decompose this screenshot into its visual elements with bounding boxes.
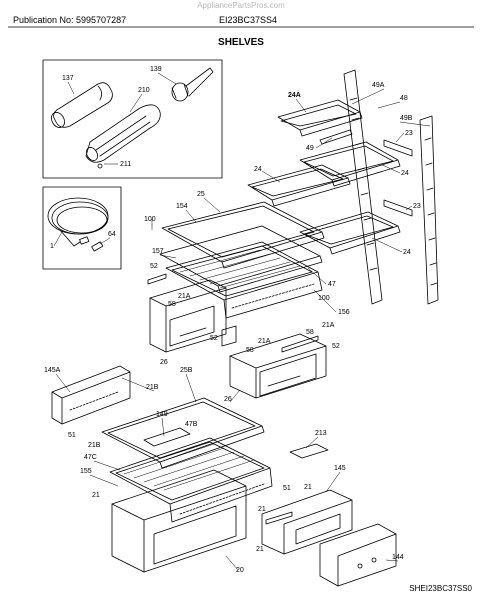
callout-52-right: 52 xyxy=(332,343,340,350)
callout-47: 47 xyxy=(328,281,336,288)
callout-21a-right: 21A xyxy=(322,322,335,329)
callout-25: 25 xyxy=(197,191,205,198)
callout-25b: 25B xyxy=(180,367,193,374)
pantry-frame-155 xyxy=(109,437,273,523)
crisper-drawer-26-right xyxy=(229,333,327,399)
control-cover-144 xyxy=(319,523,397,587)
callout-21b-lower: 21B xyxy=(88,442,101,449)
callout-51-right: 51 xyxy=(283,485,291,492)
water-line-inset-box xyxy=(42,186,122,270)
callout-211: 211 xyxy=(120,161,131,168)
leader-lines xyxy=(53,72,431,571)
callout-21b: 21B xyxy=(146,384,159,391)
crisper-frame-156 xyxy=(165,241,323,319)
callout-58-mid: 58 xyxy=(246,347,254,354)
callout-154: 154 xyxy=(176,203,188,210)
shelf-24a xyxy=(277,99,363,137)
callout-21-left: 21 xyxy=(92,492,100,499)
callout-49b: 49B xyxy=(400,115,413,122)
filter-cover xyxy=(85,104,161,169)
callout-155: 155 xyxy=(80,468,92,475)
callout-48: 48 xyxy=(400,95,408,102)
callout-100-right: 100 xyxy=(318,295,330,302)
callout-137: 137 xyxy=(62,75,74,82)
shelf-bracket-23-lower xyxy=(383,199,413,217)
callout-49a: 49A xyxy=(372,82,385,89)
pantry-cover-25b xyxy=(101,397,265,469)
drawer-slide-52-right xyxy=(281,335,319,353)
callout-24-right: 24 xyxy=(401,170,409,177)
callout-157: 157 xyxy=(152,248,164,255)
callout-1: 1 xyxy=(50,243,54,250)
pantry-handle-149 xyxy=(143,427,191,447)
callout-labels: 137 139 210 211 1 64 24A 49A 48 49B 23 4… xyxy=(44,66,421,574)
callout-47b: 47B xyxy=(185,421,198,428)
callout-21a-mid: 21A xyxy=(258,338,271,345)
callout-145: 145 xyxy=(334,465,346,472)
shelf-ladder-rail-left xyxy=(343,69,383,305)
slide-rail-51 xyxy=(265,511,293,525)
drawer-slide-52-left xyxy=(147,273,167,285)
callout-26-right: 26 xyxy=(224,396,232,403)
callout-26-left: 26 xyxy=(160,359,168,366)
callout-51-left: 51 xyxy=(68,432,76,439)
callout-24-lower: 24 xyxy=(403,249,411,256)
publication-number: Publication No: 5995707287 xyxy=(13,15,127,25)
callout-156: 156 xyxy=(338,309,350,316)
callout-21-mid: 21 xyxy=(258,506,266,513)
callout-64: 64 xyxy=(108,231,116,238)
diagram-code: SHEI23BC37SS0 xyxy=(409,584,472,593)
water-tubing-coil xyxy=(47,197,109,252)
shelf-bracket-49 xyxy=(319,129,353,145)
callout-58-upper: 58 xyxy=(168,301,176,308)
callout-24-left: 24 xyxy=(254,166,262,173)
callout-149: 149 xyxy=(156,411,168,418)
filter-head-assembly xyxy=(171,67,214,102)
callout-210: 210 xyxy=(138,87,150,94)
callout-23-lower: 23 xyxy=(413,203,421,210)
bracket-213 xyxy=(289,443,329,459)
callout-23-upper: 23 xyxy=(405,130,413,137)
callout-58-right: 58 xyxy=(306,329,314,336)
callout-139: 139 xyxy=(150,66,162,73)
water-filter-cartridge xyxy=(51,82,113,128)
pantry-drawer-20 xyxy=(111,469,247,573)
callout-21a-upper: 21A xyxy=(178,293,191,300)
shelf-ladder-rail-right xyxy=(419,115,439,305)
crisper-drawer-26-left xyxy=(149,279,227,353)
control-housing-145 xyxy=(261,489,353,555)
filter-inset-box xyxy=(42,59,223,179)
watermark: AppliancePartsPros.com xyxy=(197,1,285,10)
model-number: EI23BC37SS4 xyxy=(219,15,278,25)
callout-145a: 145A xyxy=(44,367,61,374)
callout-144: 144 xyxy=(392,554,404,561)
callout-49: 49 xyxy=(306,145,314,152)
callout-21-bottom: 21 xyxy=(256,546,264,553)
shelf-24-lower xyxy=(299,211,401,255)
deli-drawer-front-145a xyxy=(51,365,131,425)
callout-21-right: 21 xyxy=(304,484,312,491)
drawer-slide-52-mid xyxy=(221,325,237,347)
callout-24a: 24A xyxy=(288,92,301,99)
crisper-cover-glass-25 xyxy=(161,201,325,269)
callout-20: 20 xyxy=(236,567,244,574)
section-title: SHELVES xyxy=(218,37,264,48)
callout-100: 100 xyxy=(144,216,156,223)
shelf-bracket-23-upper xyxy=(383,139,413,157)
callout-52-mid: 52 xyxy=(210,335,218,342)
callout-213: 213 xyxy=(315,430,327,437)
shelf-24-right xyxy=(299,141,401,187)
callout-52-upper: 52 xyxy=(150,263,158,270)
crisper-cover-frame-157 xyxy=(159,225,323,293)
callout-47c: 47C xyxy=(84,454,97,461)
shelf-24-left xyxy=(247,164,351,207)
